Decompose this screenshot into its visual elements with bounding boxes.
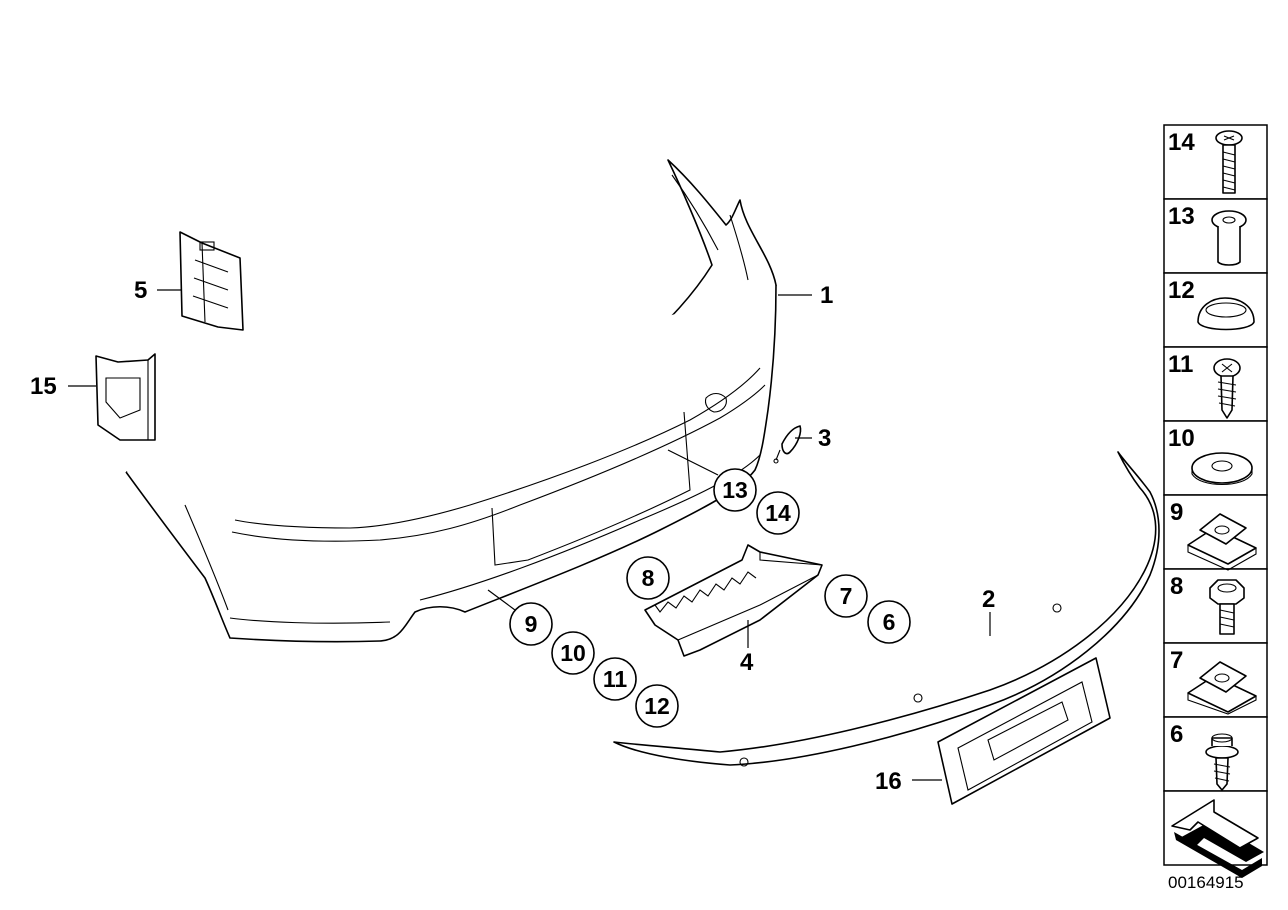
spring-nut-icon	[1187, 513, 1257, 571]
clip-part[interactable]	[773, 425, 802, 464]
expanding-nut-icon	[1211, 210, 1247, 266]
callout-14: 14	[756, 491, 800, 535]
washer-icon	[1191, 452, 1253, 485]
label-part-4: 4	[740, 649, 754, 676]
side-label-6: 6	[1170, 721, 1183, 748]
callout-11: 11	[593, 657, 637, 701]
label-part-2: 2	[982, 586, 995, 613]
hex-bolt-icon	[1209, 579, 1245, 635]
svg-text:13: 13	[722, 477, 748, 503]
svg-text:9: 9	[525, 611, 538, 637]
svg-text:8: 8	[642, 565, 655, 591]
callout-10: 10	[551, 631, 595, 675]
grommet-icon	[1197, 297, 1255, 331]
flange-screw-icon	[1205, 733, 1239, 791]
license-plate-base[interactable]	[937, 657, 1111, 805]
label-part-3: 3	[818, 425, 831, 452]
bracket-part[interactable]	[95, 353, 156, 441]
side-label-10: 10	[1168, 425, 1195, 452]
label-part-1: 1	[820, 282, 833, 309]
side-label-13: 13	[1168, 203, 1195, 230]
svg-text:10: 10	[560, 640, 586, 666]
direction-arrow-icon	[1171, 799, 1264, 878]
side-label-9: 9	[1170, 499, 1183, 526]
bumper-trim-panel[interactable]	[125, 159, 777, 643]
torx-bolt-icon	[1215, 130, 1243, 194]
svg-text:14: 14	[765, 500, 791, 526]
callout-9: 9	[509, 602, 553, 646]
side-label-7: 7	[1170, 647, 1183, 674]
label-part-5: 5	[134, 277, 147, 304]
svg-text:7: 7	[840, 583, 853, 609]
svg-text:6: 6	[883, 609, 896, 635]
label-part-15: 15	[30, 373, 57, 400]
leader-lines	[68, 289, 991, 781]
callout-8: 8	[626, 556, 670, 600]
reference-number: 00164915	[1168, 873, 1244, 892]
label-part-16: 16	[875, 768, 902, 795]
spring-nut-icon	[1187, 661, 1257, 715]
side-label-12: 12	[1168, 277, 1195, 304]
svg-text:11: 11	[603, 666, 628, 692]
callout-7: 7	[824, 574, 868, 618]
vent-grille[interactable]	[179, 231, 244, 331]
callout-13: 13	[713, 468, 757, 512]
trim-strip[interactable]	[613, 451, 1160, 767]
side-label-8: 8	[1170, 573, 1183, 600]
callout-6: 6	[867, 600, 911, 644]
callout-12: 12	[635, 684, 679, 728]
fastener-panel: 14 13 12 11 10 9 8 7 6	[1163, 124, 1268, 878]
svg-text:12: 12	[644, 693, 670, 719]
diffuser-panel[interactable]	[644, 544, 823, 657]
side-label-14: 14	[1168, 129, 1195, 156]
side-label-11: 11	[1168, 351, 1193, 378]
self-tapping-screw-icon	[1213, 358, 1241, 419]
